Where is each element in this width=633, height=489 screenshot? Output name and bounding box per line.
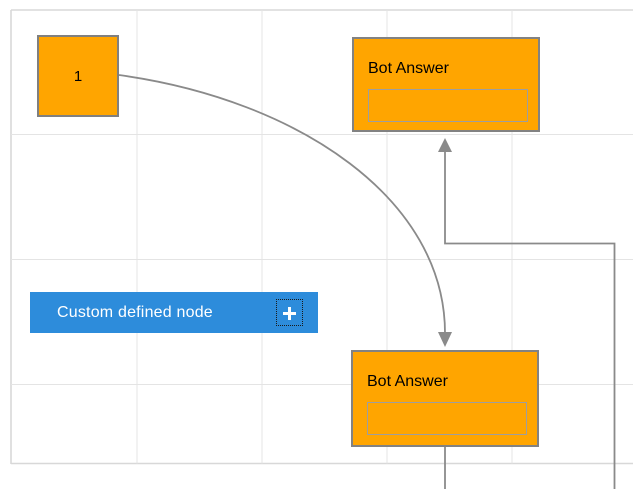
plus-icon-bar (288, 306, 291, 320)
bot-answer-title: Bot Answer (368, 60, 449, 77)
bot-answer-node-bottom[interactable]: Bot Answer (351, 350, 539, 447)
start-node[interactable]: 1 (37, 35, 119, 117)
bot-answer-input[interactable] (368, 89, 528, 122)
orthogonal-connector[interactable] (438, 138, 616, 489)
start-node-label: 1 (73, 67, 83, 85)
curved-connector[interactable] (118, 74, 452, 347)
arrowhead-up-icon (438, 138, 452, 152)
bot-answer-title: Bot Answer (367, 373, 448, 390)
plus-icon[interactable] (276, 299, 303, 326)
custom-node-label: Custom defined node (57, 303, 213, 321)
custom-defined-node[interactable]: Custom defined node (30, 292, 318, 333)
arrowhead-down-icon (438, 332, 452, 347)
bot-answer-node-top[interactable]: Bot Answer (352, 37, 540, 132)
bot-answer-input[interactable] (367, 402, 527, 435)
